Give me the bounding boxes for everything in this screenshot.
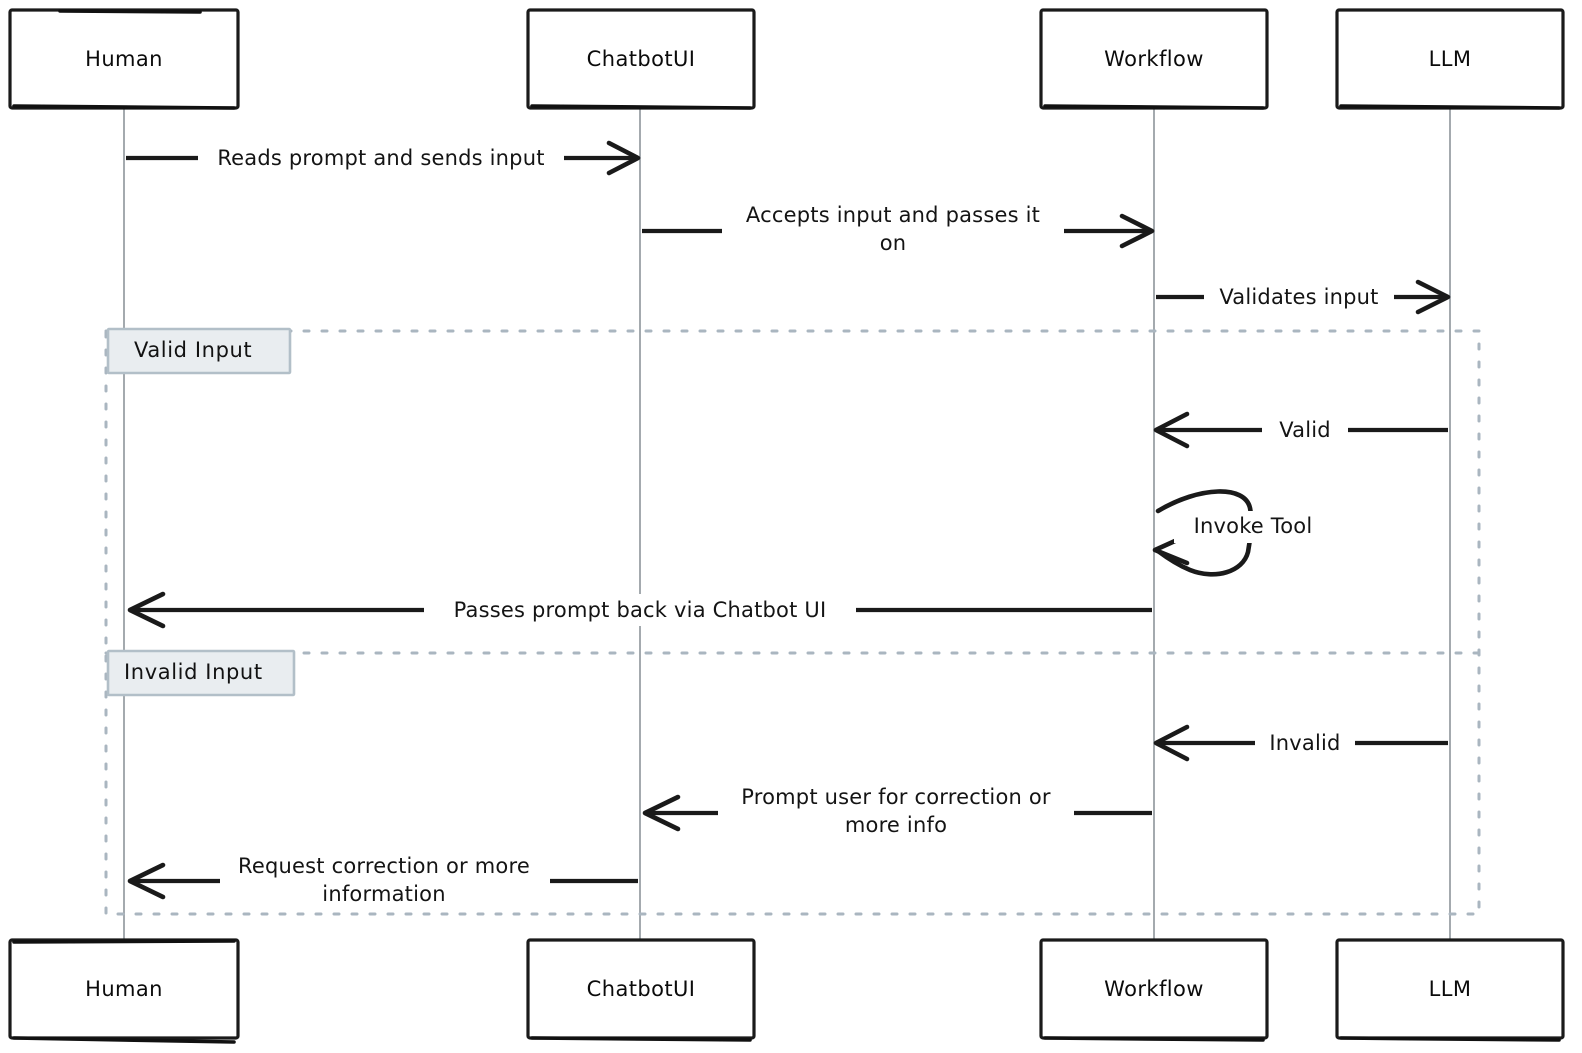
actor-box-human-top[interactable]: Human [8, 8, 240, 110]
actor-label-human-top: Human [85, 47, 163, 71]
group-block [104, 329, 1481, 916]
actor-label-workflow-bottom: Workflow [1104, 977, 1204, 1001]
message-label-m2-line2: on [880, 231, 907, 255]
actor-label-chatbotui-top: ChatbotUI [587, 47, 696, 71]
actor-box-workflow-top[interactable]: Workflow [1039, 8, 1269, 110]
actor-boxes-bottom: Human ChatbotUI Workflow LLM [8, 938, 1565, 1044]
actor-boxes-top: Human ChatbotUI Workflow LLM [8, 8, 1565, 110]
message-label-m2-line1: Accepts input and passes it [746, 203, 1040, 227]
message-label-m8-line2: more info [845, 813, 947, 837]
message-label-m5: Invoke Tool [1194, 514, 1313, 538]
message-label-m1: Reads prompt and sends input [217, 146, 544, 170]
message-label-m3: Validates input [1219, 285, 1378, 309]
actor-label-llm-bottom: LLM [1429, 977, 1472, 1001]
actor-label-chatbotui-bottom: ChatbotUI [587, 977, 696, 1001]
actor-box-chatbotui-top[interactable]: ChatbotUI [526, 8, 756, 110]
message-label-m9-line2: information [322, 882, 445, 906]
group-tag-invalid-input[interactable]: Invalid Input [106, 649, 296, 697]
message-accepts-input-and-passes-it-on[interactable]: Accepts input and passes it on [642, 203, 1155, 262]
actor-label-workflow-top: Workflow [1104, 47, 1204, 71]
message-label-m8-line1: Prompt user for correction or [741, 785, 1051, 809]
message-label-m4: Valid [1279, 418, 1331, 442]
actor-box-llm-top[interactable]: LLM [1335, 8, 1565, 110]
group-label-valid-input: Valid Input [134, 338, 252, 362]
message-label-m9-line1: Request correction or more [238, 854, 530, 878]
message-valid[interactable]: Valid [1153, 411, 1448, 449]
actor-label-llm-top: LLM [1429, 47, 1472, 71]
message-prompt-user-for-correction-or-more-info[interactable]: Prompt user for correction or more info [642, 785, 1152, 842]
message-invalid[interactable]: Invalid [1153, 724, 1448, 762]
message-invoke-tool[interactable]: Invoke Tool [1152, 489, 1332, 577]
message-reads-prompt-and-sends-input[interactable]: Reads prompt and sends input [126, 140, 641, 176]
actor-box-human-bottom[interactable]: Human [8, 938, 240, 1044]
actor-box-workflow-bottom[interactable]: Workflow [1039, 938, 1269, 1042]
actor-box-chatbotui-bottom[interactable]: ChatbotUI [526, 938, 756, 1042]
message-passes-prompt-back-via-chatbot-ui[interactable]: Passes prompt back via Chatbot UI [127, 591, 1152, 629]
message-validates-input[interactable]: Validates input [1156, 279, 1451, 315]
message-label-m7: Invalid [1269, 731, 1340, 755]
message-label-m6: Passes prompt back via Chatbot UI [454, 598, 827, 622]
group-tag-valid-input[interactable]: Valid Input [106, 327, 292, 375]
actor-label-human-bottom: Human [85, 977, 163, 1001]
group-label-invalid-input: Invalid Input [124, 660, 263, 684]
actor-box-llm-bottom[interactable]: LLM [1335, 938, 1565, 1042]
lifelines [123, 108, 1451, 941]
group-container-rect [104, 329, 1481, 916]
message-request-correction-or-more-information[interactable]: Request correction or more information [127, 854, 638, 911]
